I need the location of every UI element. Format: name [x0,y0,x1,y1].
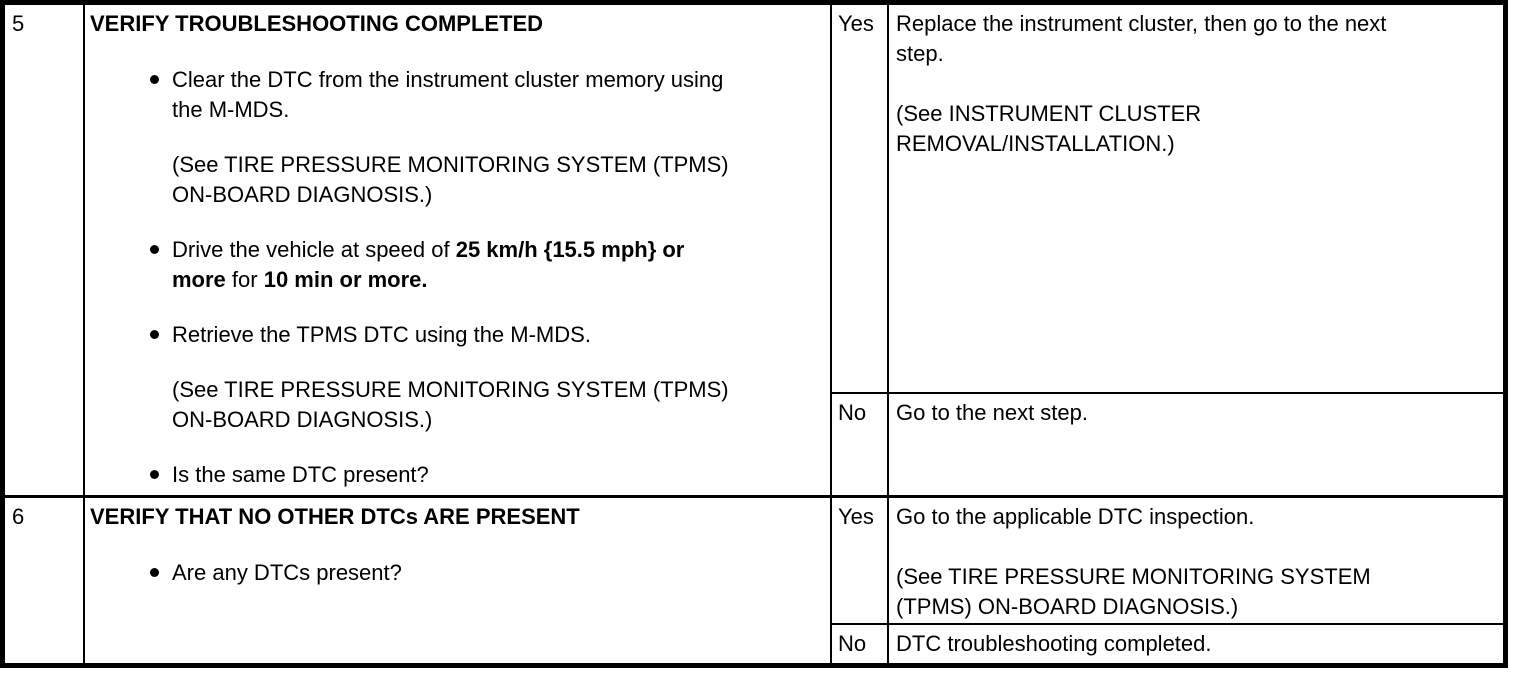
yes-result-cell: Replace the instrument cluster, then go … [896,11,1387,156]
no-result-cell: Go to the next step. [896,400,1089,425]
bullet-item: Drive the vehicle at speed of 25 km/h {1… [90,235,820,295]
table-row-step-6: 6 VERIFY THAT NO OTHER DTCs ARE PRESENT … [5,498,1503,663]
bullet-icon [150,245,159,254]
no-subrow: No DTC troubleshooting completed. [832,625,1503,663]
step-number-cell: 5 [5,5,85,495]
step-number-cell: 6 [5,498,85,663]
bullet-text: Drive the vehicle at speed of 25 km/h {1… [172,235,684,295]
see-reference-note: (See TIRE PRESSURE MONITORING SYSTEM (TP… [172,152,729,207]
action-cell: VERIFY THAT NO OTHER DTCs ARE PRESENT Ar… [85,498,832,663]
yes-result-cell: Go to the applicable DTC inspection. (Se… [896,504,1371,619]
action-cell: VERIFY TROUBLESHOOTING COMPLETED Clear t… [85,5,832,495]
bullet-text: Clear the DTC from the instrument cluste… [172,67,724,122]
action-title: VERIFY THAT NO OTHER DTCs ARE PRESENT [90,504,580,529]
yes-subrow: Yes Go to the applicable DTC inspection.… [832,498,1503,625]
no-label-cell: No [832,625,889,663]
table-row-step-5: 5 VERIFY TROUBLESHOOTING COMPLETED Clear… [5,5,1503,498]
yes-label-cell: Yes [832,5,889,392]
bullet-text: Is the same DTC present? [172,462,429,487]
bullet-text-segment-bold: 25 km/h {15.5 mph} or more [172,237,685,292]
yes-label-cell: Yes [832,498,889,623]
bullet-item: Is the same DTC present? [90,460,820,490]
bullet-icon [150,75,159,84]
bullet-item: Clear the DTC from the instrument cluste… [90,65,820,125]
result-column: Yes Go to the applicable DTC inspection.… [832,498,1503,663]
see-reference-note: (See TIRE PRESSURE MONITORING SYSTEM (TP… [172,377,729,432]
bullet-icon [150,330,159,339]
bullet-text-segment: for [225,267,264,292]
result-column: Yes Replace the instrument cluster, then… [832,5,1503,495]
bullet-text: Retrieve the TPMS DTC using the M-MDS. [172,322,591,347]
no-label-cell: No [832,394,889,495]
yes-subrow: Yes Replace the instrument cluster, then… [832,5,1503,394]
bullet-text: Are any DTCs present? [172,560,402,585]
bullet-item: Retrieve the TPMS DTC using the M-MDS. [90,320,820,350]
bullet-icon [150,568,159,577]
bullet-item: Are any DTCs present? [90,558,820,588]
no-result-cell: DTC troubleshooting completed. [896,631,1212,656]
action-title: VERIFY TROUBLESHOOTING COMPLETED [90,11,544,36]
bullet-text-segment: Drive the vehicle at speed of [172,237,456,262]
bullet-icon [150,470,159,479]
bullet-text-segment-bold: 10 min or more. [263,267,428,292]
no-subrow: No Go to the next step. [832,394,1503,495]
